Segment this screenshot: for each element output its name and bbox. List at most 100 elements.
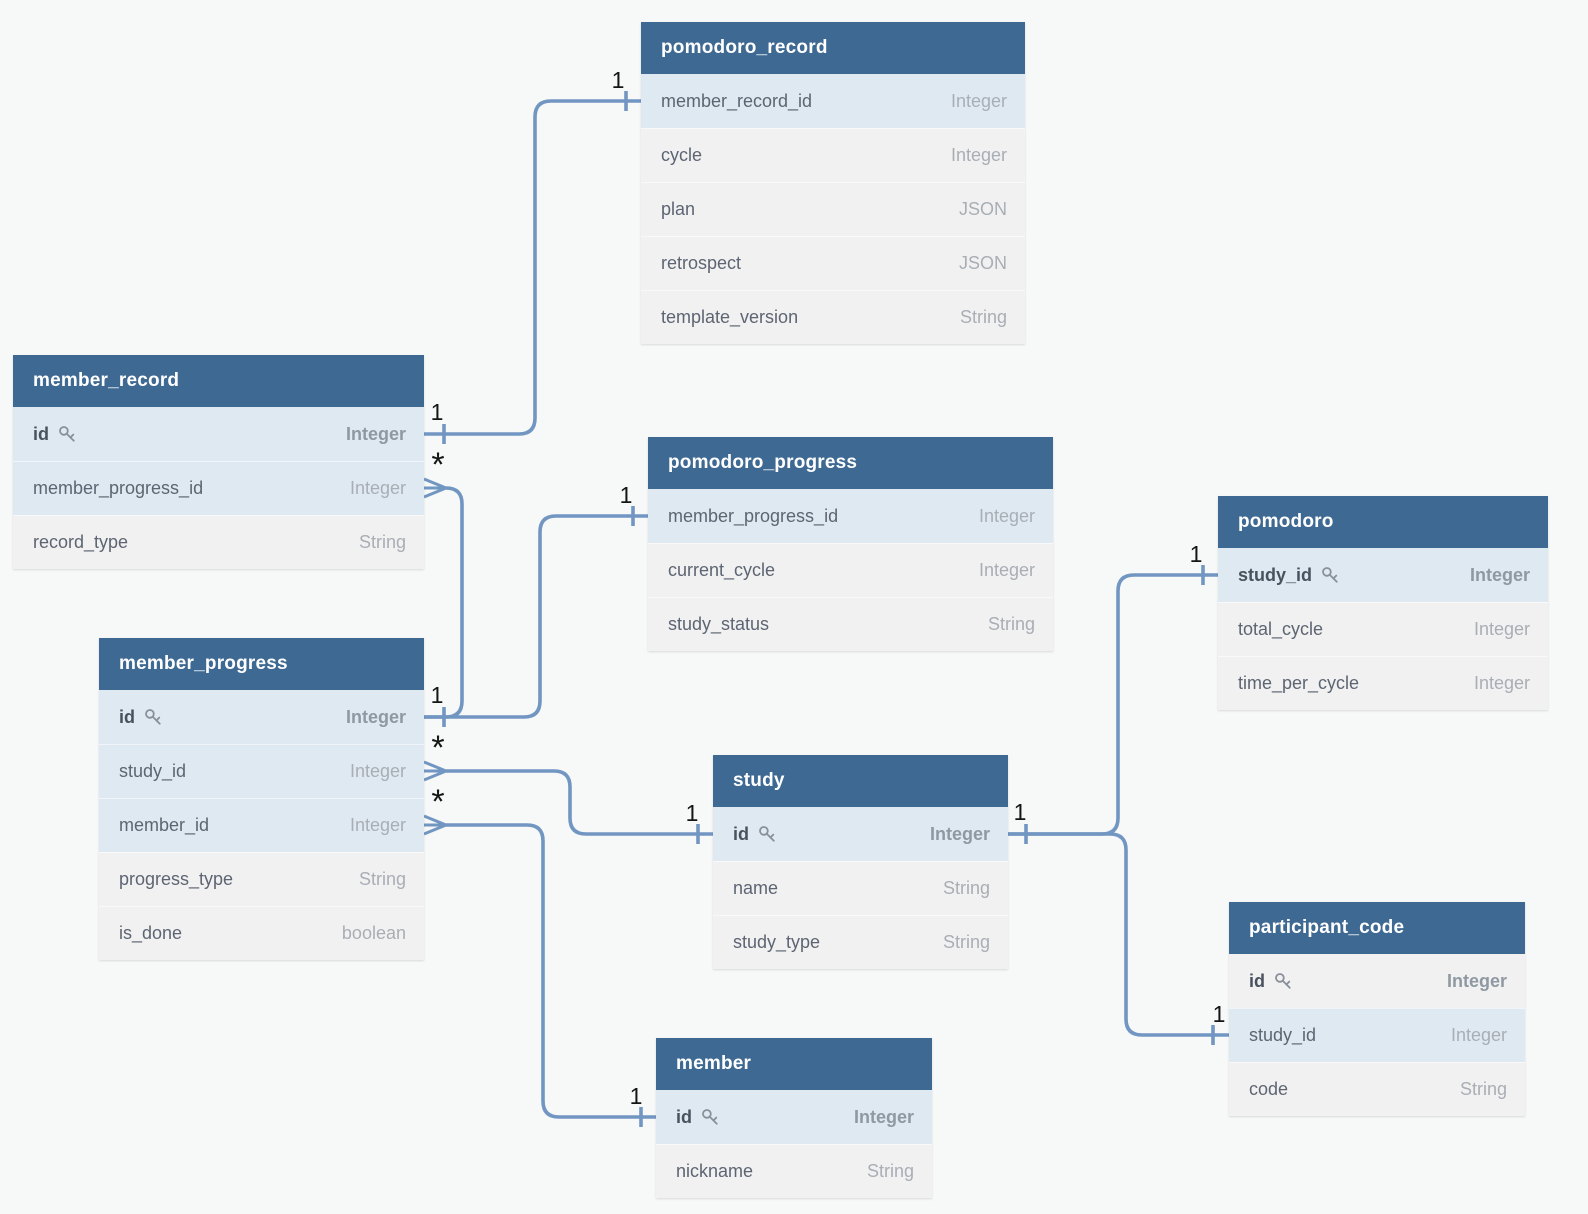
field-name-text: progress_type — [119, 869, 234, 889]
field-row-member_progress-is_done[interactable]: is_done boolean — [99, 906, 424, 960]
field-name: study_id — [1249, 1025, 1316, 1046]
field-name-text: member_id — [119, 815, 210, 835]
field-name-text: retrospect — [661, 253, 742, 273]
table-pomodoro_record[interactable]: pomodoro_record member_record_id Integer cy… — [641, 22, 1025, 344]
table-header-pomodoro_progress[interactable]: pomodoro_progress — [648, 437, 1053, 489]
field-type: String — [942, 878, 990, 898]
field-name-text: nickname — [676, 1161, 754, 1181]
table-title: study — [733, 770, 785, 791]
table-header-member_progress[interactable]: member_progress — [99, 638, 424, 690]
field-type: String — [1459, 1079, 1507, 1099]
field-name-text: name — [733, 878, 779, 898]
field-name-text: member_progress_id — [668, 505, 839, 526]
field-type: Integer — [1473, 673, 1530, 693]
field-type: Integer — [349, 815, 406, 835]
field-name: study_id — [1238, 565, 1340, 586]
field-row-participant_code-study_id[interactable]: study_id Integer — [1229, 1008, 1525, 1062]
table-header-member_record[interactable]: member_record — [13, 355, 424, 407]
field-name: total_cycle — [1238, 619, 1323, 640]
table-header-participant_code[interactable]: participant_code — [1229, 902, 1525, 954]
field-type: String — [358, 532, 406, 552]
table-header-pomodoro[interactable]: pomodoro — [1218, 496, 1548, 548]
relationship-member_progress-member_record: * — [423, 446, 464, 719]
field-row-pomodoro_record-member_record_id[interactable]: member_record_id Integer — [641, 74, 1025, 128]
field-type: Integer — [1469, 564, 1530, 585]
field-name-text: id — [676, 1106, 692, 1127]
cardinality-label: 1 — [630, 1083, 643, 1109]
relationship-path — [424, 514, 648, 719]
field-type: String — [942, 932, 990, 952]
field-row-pomodoro_progress-current_cycle[interactable]: current_cycle Integer — [648, 543, 1053, 597]
field-type: JSON — [958, 253, 1007, 273]
field-type: Integer — [978, 560, 1035, 580]
field-row-member_progress-member_id[interactable]: member_id Integer — [99, 798, 424, 852]
field-row-participant_code-code[interactable]: code String — [1229, 1062, 1525, 1116]
field-name-text: template_version — [661, 307, 799, 327]
field-name: progress_type — [119, 869, 233, 890]
relationship-member_progress-member: *1 — [423, 783, 656, 1127]
table-title: member_progress — [119, 653, 288, 674]
field-name: name — [733, 878, 778, 899]
field-type: Integer — [929, 823, 990, 844]
field-name-text: is_done — [119, 923, 183, 943]
table-header-study[interactable]: study — [713, 755, 1008, 807]
field-type: Integer — [1450, 1025, 1507, 1045]
field-row-pomodoro_record-retrospect[interactable]: retrospect JSON — [641, 236, 1025, 290]
field-name-text: record_type — [33, 532, 129, 552]
primary-key-icon — [759, 825, 775, 842]
field-name: member_record_id — [661, 91, 812, 112]
field-row-member_record-record_type[interactable]: record_type String — [13, 515, 424, 569]
relationship-member_progress-pomodoro_progress: 11 — [424, 482, 648, 727]
field-row-pomodoro-study_id[interactable]: study_id Integer — [1218, 548, 1548, 602]
cardinality-label: * — [431, 783, 444, 821]
field-type: Integer — [950, 90, 1007, 111]
table-header-member[interactable]: member — [656, 1038, 932, 1090]
table-title: pomodoro — [1238, 511, 1334, 532]
field-name-text: code — [1249, 1079, 1289, 1099]
field-type: boolean — [341, 923, 406, 943]
field-name-text: id — [1249, 970, 1265, 991]
field-name-text: study_id — [119, 761, 187, 781]
field-name-text: id — [119, 706, 135, 727]
field-name: retrospect — [661, 253, 741, 274]
field-name: id — [1249, 971, 1293, 992]
field-name: study_id — [119, 761, 186, 782]
relationship-path — [446, 823, 656, 1119]
cardinality-label: 1 — [431, 399, 444, 425]
table-title: pomodoro_record — [661, 37, 828, 58]
cardinality-label: * — [431, 446, 444, 484]
cardinality-label: 1 — [620, 482, 633, 508]
field-type: JSON — [958, 199, 1007, 219]
field-name: current_cycle — [668, 560, 775, 581]
table-header-pomodoro_record[interactable]: pomodoro_record — [641, 22, 1025, 74]
field-name-text: member_record_id — [661, 90, 813, 111]
field-row-study-name[interactable]: name String — [713, 861, 1008, 915]
cardinality-label: 1 — [686, 800, 699, 826]
field-name-text: id — [33, 423, 49, 444]
